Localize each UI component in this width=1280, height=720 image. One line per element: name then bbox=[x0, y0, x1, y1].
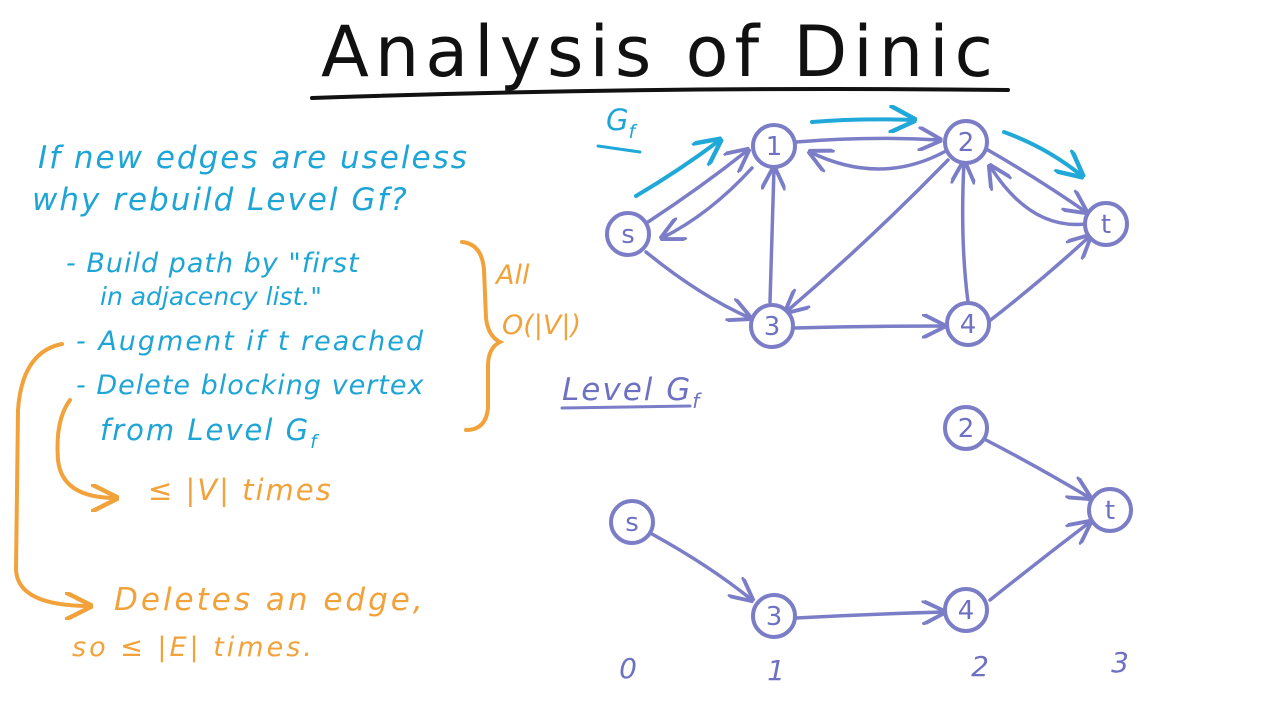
edge-t-2 bbox=[990, 166, 1088, 227]
bullet-build-path-line-2: in adjacency list." bbox=[100, 282, 322, 311]
node-s-label: s bbox=[621, 220, 635, 250]
bullet-augment: - Augment if t reached bbox=[76, 326, 425, 357]
edge-4-2 bbox=[963, 162, 968, 304]
level-graph: Level Gf 2 s t 3 4 0 1 2 3 bbox=[560, 372, 1133, 687]
level-graph-label-subscript: f bbox=[692, 389, 702, 413]
node-2: 2 bbox=[943, 119, 989, 165]
brace-label-all: All bbox=[494, 260, 530, 291]
node-t: t bbox=[1083, 201, 1129, 247]
augment-arrow-s-1 bbox=[634, 140, 720, 198]
node-1: 1 bbox=[751, 123, 797, 169]
edge-2-t bbox=[986, 148, 1086, 212]
level-number-2: 2 bbox=[971, 650, 989, 683]
residual-graph: Gf s 1 2 t 3 4 bbox=[596, 103, 1129, 349]
bullet-delete-vertex-subscript: f bbox=[310, 431, 320, 453]
edge-s-1 bbox=[646, 150, 748, 224]
bullet-build-path-line-1: - Build path by "first bbox=[66, 248, 360, 279]
node-t-label: t bbox=[1101, 210, 1111, 240]
node-s: s bbox=[605, 211, 651, 257]
bullet-delete-vertex-line-1: - Delete blocking vertex bbox=[76, 370, 424, 401]
edge-3-4 bbox=[792, 326, 944, 328]
level-node-3: 3 bbox=[751, 593, 797, 639]
edge-1-2 bbox=[794, 138, 940, 142]
question-line-2: why rebuild Level Gf? bbox=[32, 182, 409, 218]
level-node-4-label: 4 bbox=[958, 596, 975, 626]
bullet-delete-vertex-text: from Level G bbox=[100, 413, 310, 447]
level-node-3-label: 3 bbox=[766, 602, 783, 632]
node-4-label: 4 bbox=[960, 310, 977, 340]
right-brace bbox=[460, 240, 505, 432]
level-graph-label: Level Gf bbox=[562, 372, 702, 413]
vertex-times-label: ≤ |V| times bbox=[148, 473, 333, 507]
node-3-label: 3 bbox=[764, 312, 781, 342]
level-edge-2-t bbox=[984, 438, 1090, 498]
edge-2-3 bbox=[786, 158, 950, 312]
bullet-delete-vertex-line-2: from Level Gf bbox=[100, 413, 320, 453]
level-node-s: s bbox=[609, 499, 655, 545]
edge-1-s bbox=[662, 166, 754, 238]
brace-label-complexity: O(|V|) bbox=[502, 310, 581, 341]
title-underline bbox=[310, 87, 1010, 100]
residual-graph-label-text: G bbox=[606, 103, 628, 137]
level-node-2: 2 bbox=[943, 405, 989, 451]
augment-arrow-2-t bbox=[1002, 130, 1082, 176]
edge-2-1 bbox=[810, 152, 946, 169]
level-number-3: 3 bbox=[1111, 646, 1129, 679]
level-edge-4-t bbox=[988, 522, 1090, 602]
level-edge-s-3 bbox=[650, 532, 752, 600]
level-node-t-label: t bbox=[1105, 496, 1115, 526]
level-node-4: 4 bbox=[943, 587, 989, 633]
level-edge-3-4 bbox=[794, 612, 944, 618]
level-node-t: t bbox=[1087, 487, 1133, 533]
edge-times-arrow bbox=[13, 342, 90, 606]
residual-graph-label: Gf bbox=[606, 103, 638, 143]
edge-times-line-2: so ≤ |E| times. bbox=[72, 632, 315, 663]
level-graph-label-text: Level G bbox=[562, 372, 692, 408]
level-number-1: 1 bbox=[767, 654, 785, 687]
page-title: Analysis of Dinic bbox=[321, 11, 999, 93]
edge-4-t bbox=[986, 236, 1090, 324]
edge-3-1 bbox=[770, 168, 774, 304]
residual-graph-label-underline bbox=[596, 144, 642, 154]
question-line-1: If new edges are useless bbox=[38, 140, 469, 176]
vertex-times-arrow bbox=[55, 398, 117, 498]
level-number-0: 0 bbox=[619, 652, 637, 685]
residual-graph-label-subscript: f bbox=[628, 121, 638, 143]
node-3: 3 bbox=[749, 303, 795, 349]
level-graph-label-underline bbox=[560, 404, 692, 410]
level-node-2-label: 2 bbox=[958, 414, 975, 444]
node-1-label: 1 bbox=[766, 132, 783, 162]
edge-s-3 bbox=[644, 250, 750, 318]
node-2-label: 2 bbox=[958, 128, 975, 158]
edge-times-line-1: Deletes an edge, bbox=[114, 582, 426, 618]
node-4: 4 bbox=[945, 301, 991, 347]
level-node-s-label: s bbox=[625, 508, 639, 538]
augment-arrow-1-2 bbox=[810, 119, 914, 122]
